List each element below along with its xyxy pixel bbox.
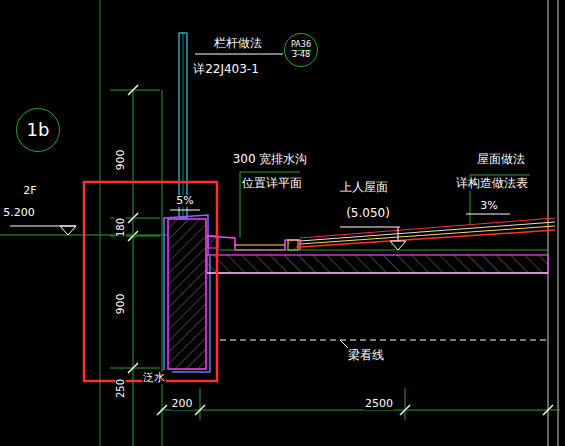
annotation-text: 梁看线 — [347, 349, 385, 362]
annotation-text: 栏杆做法 — [213, 37, 263, 50]
annotation-text: 3% — [479, 200, 498, 212]
annotation-text: 2500 — [364, 398, 394, 410]
annotation-text: 5% — [175, 195, 194, 207]
annotation-text: 5.200 — [2, 207, 36, 219]
annotation-text: 2F — [22, 185, 37, 197]
annotation-text: 泛水 — [142, 372, 166, 384]
dimension-text: 250 — [116, 377, 127, 398]
annotation-text: 上人屋面 — [339, 181, 389, 194]
dimension-text: 180 — [116, 216, 127, 237]
annotation-text: 300 宽排水沟 — [232, 153, 309, 166]
node-text: 3-48 — [292, 51, 310, 60]
annotation-text: 位置详平面 — [241, 177, 303, 190]
dimension-text: 900 — [115, 149, 127, 172]
view-label-circle: 1b — [16, 108, 60, 152]
annotation-text: 详构造做法表 — [455, 177, 529, 190]
node-text: 1b — [27, 120, 50, 140]
index-circle: PA363-48 — [284, 33, 318, 67]
annotation-text: (5.050) — [345, 207, 391, 220]
annotation-text: 屋面做法 — [476, 153, 526, 166]
dimension-text: 900 — [115, 293, 127, 316]
annotation-text: 详22J403-1 — [192, 63, 260, 76]
node-text: PA36 — [291, 41, 311, 51]
annotation-text: 200 — [171, 398, 194, 410]
